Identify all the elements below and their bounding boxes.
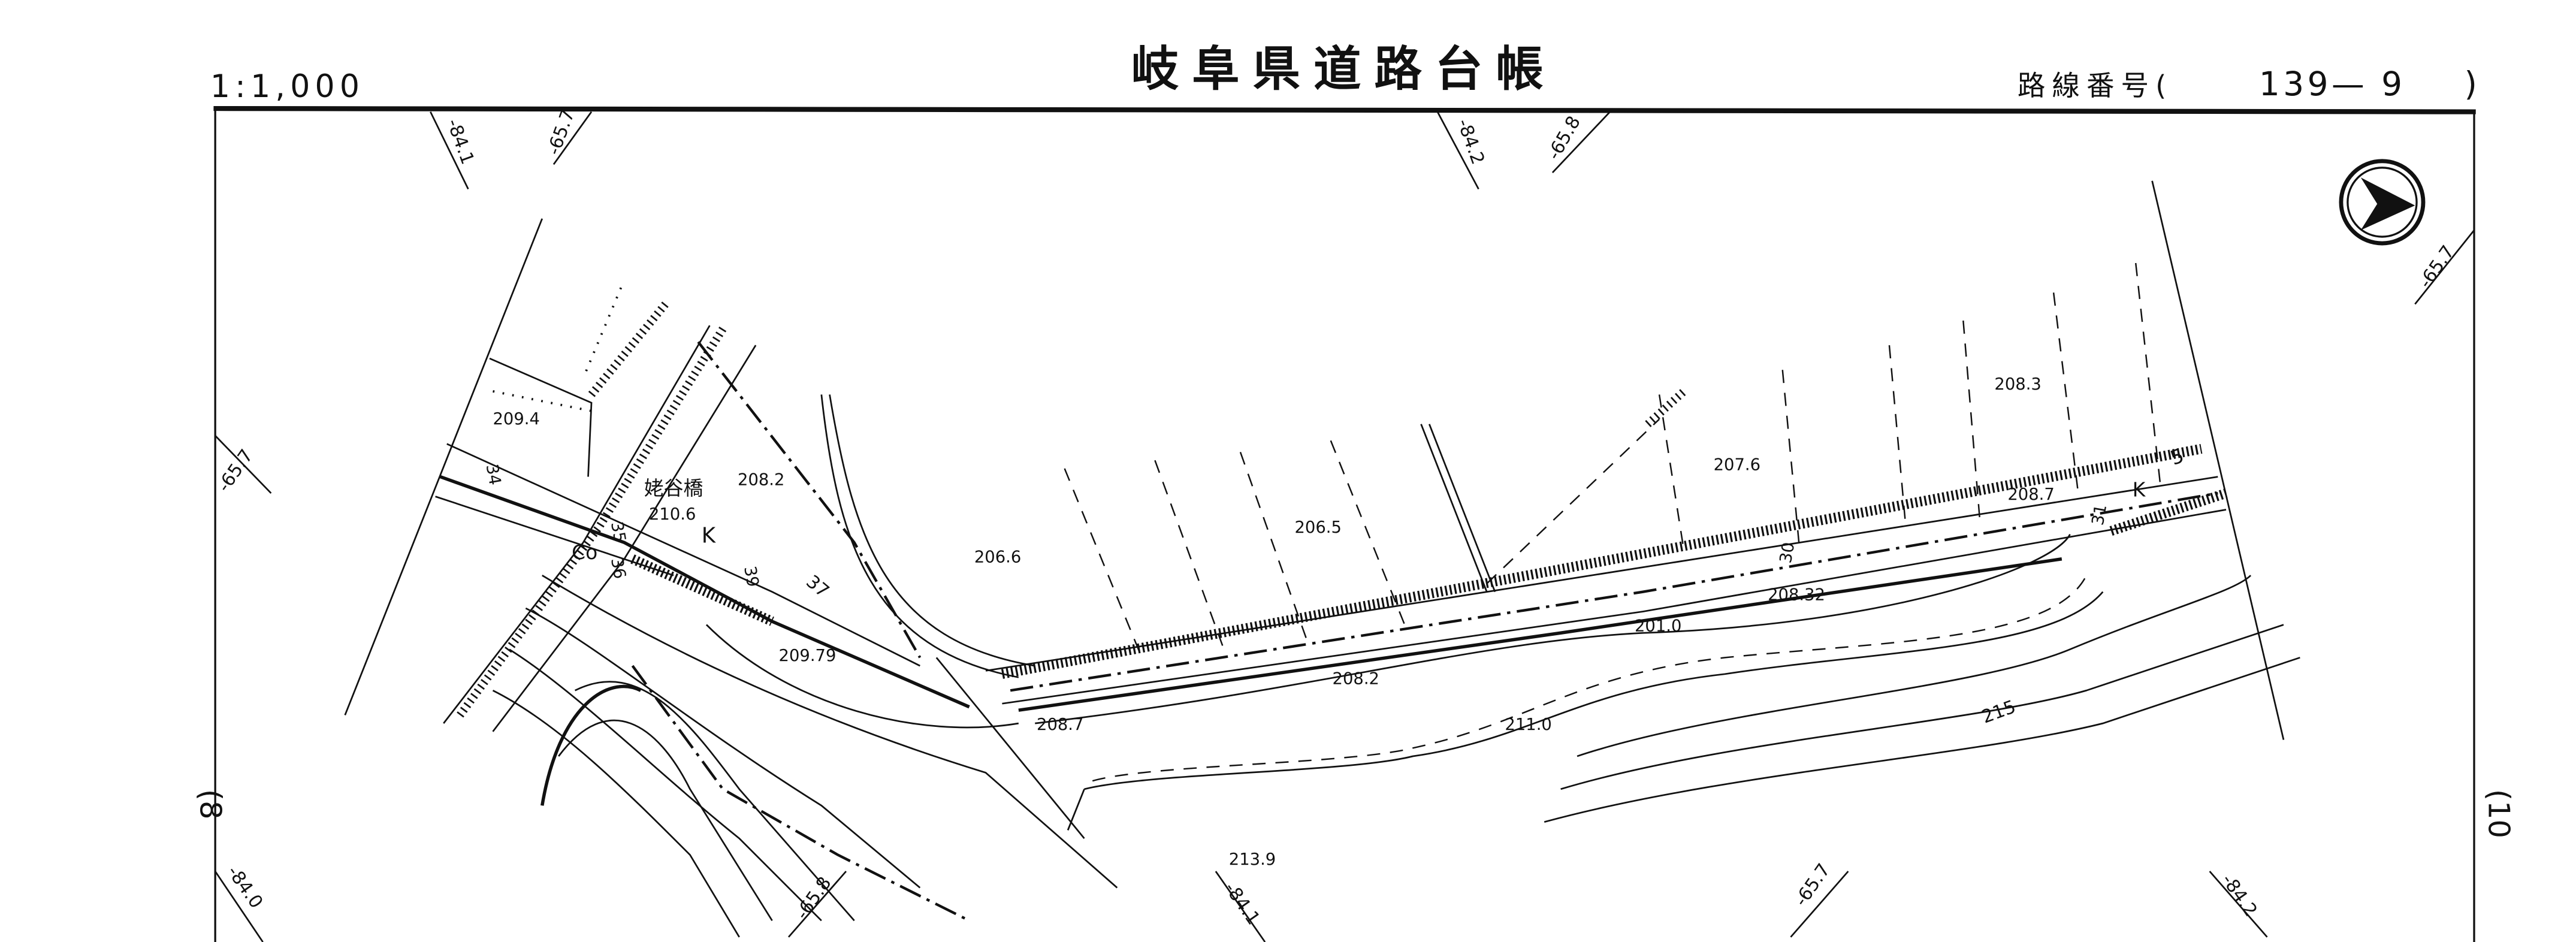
symbol-co: Co [572,541,597,564]
spot-height: 208.7 [2007,485,2054,504]
spot-height: 206.6 [974,548,1021,566]
symbol-k: K [2133,478,2146,502]
grid-label: -65.8 [1544,113,1585,164]
grid-label: -65.7 [213,446,257,496]
grid-label: -65.7 [2415,241,2459,292]
grid-label: -65.7 [543,107,579,158]
scale-label: 1:1,000 [210,69,364,105]
spot-height: 211.0 [1505,715,1551,734]
spot-height: 208.3 [1994,375,2041,394]
spot-height: 206.5 [1294,518,1341,537]
grid-label: -84.2 [2217,870,2261,920]
station-number: 31 [2089,503,2111,527]
north-arrow-icon [2339,159,2426,246]
bridge-elevation: 210.6 [649,505,696,524]
spot-height: 207.6 [1714,456,1760,475]
route-number-label: 路線番号( [2018,70,2173,102]
spot-height: 201.0 [1635,617,1681,635]
map-linework [344,180,2300,938]
station-number: 30 [1777,541,1799,564]
route-number-close: ) [2465,65,2477,103]
grid-label: -84.2 [1452,116,1488,167]
grid-label: -84.0 [223,862,267,913]
spot-height: 208.32 [1768,585,1825,604]
frame-top [213,105,2476,114]
contour-label: 215 [1979,696,2019,728]
grid-label: -65.7 [1790,860,1834,910]
spot-height: 209.4 [493,410,540,428]
symbol-k: K [702,523,717,548]
station-number: 39 [740,564,762,588]
spot-height: 208.2 [738,470,784,489]
spot-height: 209.79 [779,647,836,665]
station-number: 34 [482,463,505,487]
sheet-ref-right: (10 [2482,789,2517,838]
document-title: 岐阜県道路台帳 [1131,41,1557,97]
spot-height: 208.7 [1037,715,1083,734]
sheet-ref-left: (8 [193,789,228,820]
route-number-value: 139— 9 [2259,65,2406,103]
grid-label: -84.1 [1220,878,1264,929]
bridge-name: 姥谷橋 [644,476,703,500]
spot-height: 213.9 [1229,850,1276,869]
grid-label: -84.1 [442,116,478,167]
station-number: 35 [607,520,629,544]
station-number: 36 [607,557,629,581]
station-number: 37 [802,571,833,602]
spot-height: 208.2 [1333,669,1379,688]
